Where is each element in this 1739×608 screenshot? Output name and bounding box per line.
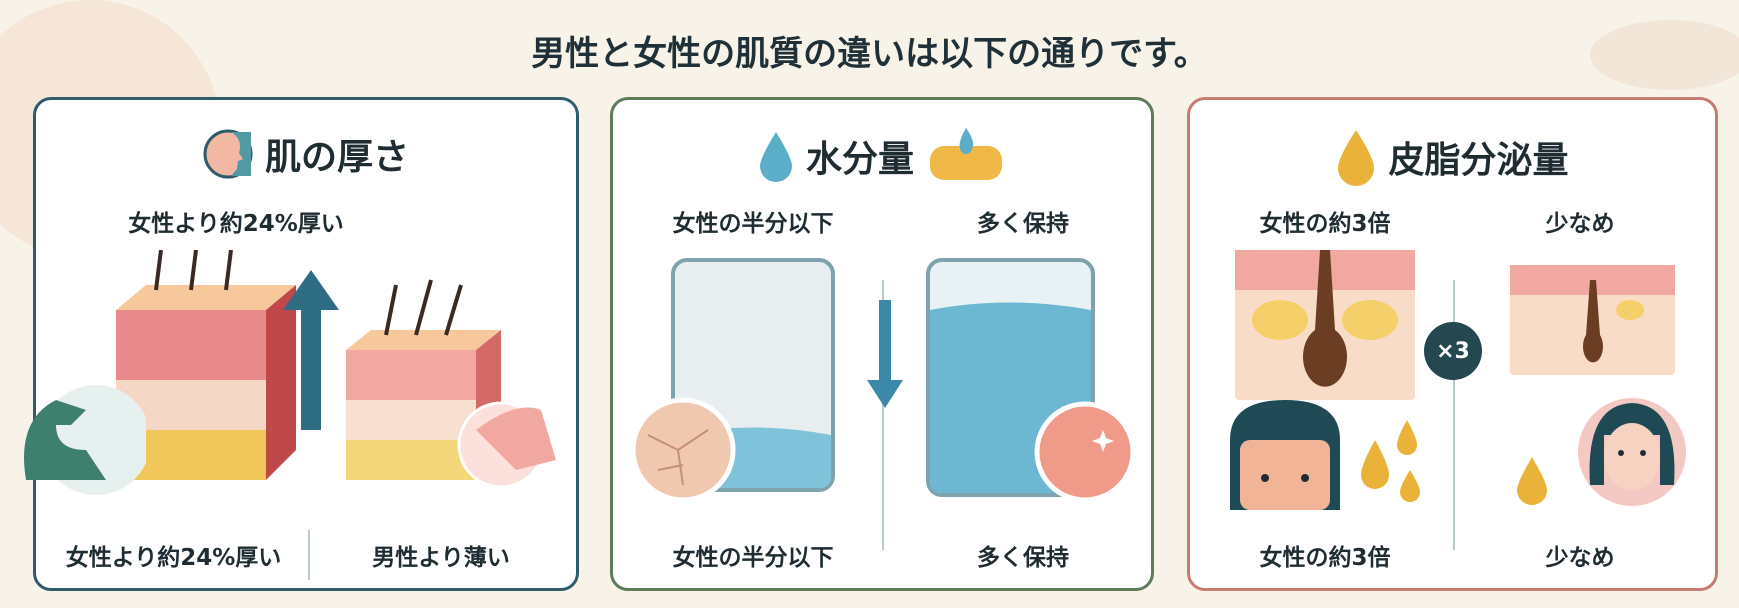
large-sebaceous-gland: [1235, 250, 1415, 400]
oil-drop-icon: [1338, 130, 1375, 186]
top-right-label: 少なめ: [1545, 211, 1615, 237]
bottom-left-label: 女性の約3倍: [1259, 545, 1391, 571]
oil-drops-icon: [1361, 420, 1420, 502]
male-arm-icon: [24, 385, 146, 495]
panel-sebum: 皮脂分泌量 女性の約3倍 少なめ ×3 女性の約3倍 少なめ: [1187, 97, 1718, 591]
dry-skin-circle: [630, 397, 736, 503]
top-left-label: 女性の半分以下: [672, 211, 834, 237]
moist-skin-circle: [1034, 401, 1136, 503]
decor-ripple: [1590, 20, 1739, 90]
top-label: 女性より約24%厚い: [128, 211, 344, 237]
water-drop-icon: [759, 132, 792, 182]
page-title: 男性と女性の肌質の違いは以下の通りです。: [531, 34, 1208, 74]
divider: [1452, 280, 1455, 550]
small-sebaceous-gland: [1510, 265, 1675, 375]
bottom-right-label: 多く保持: [977, 545, 1069, 571]
bottom-left-label: 女性より約24%厚い: [65, 545, 282, 571]
divider: [882, 280, 884, 550]
panel-title: 水分量: [805, 139, 914, 180]
arrow-up-icon: [283, 270, 339, 430]
face-profile-icon: [203, 129, 253, 179]
male-skin-block: [116, 250, 296, 480]
top-right-label: 多く保持: [977, 211, 1069, 237]
bottom-right-label: 少なめ: [1545, 545, 1615, 571]
panel-title: 肌の厚さ: [264, 137, 409, 178]
oil-drop-small-icon: [1517, 457, 1547, 505]
panel-moisture: 水分量 女性の半分以下 多く保持 女性の半分以下 多く保持: [610, 97, 1154, 591]
panel-title: 皮脂分泌量: [1388, 140, 1569, 181]
man-face-icon: [1230, 400, 1340, 510]
top-left-label: 女性の約3倍: [1259, 211, 1391, 237]
bottom-left-label: 女性の半分以下: [672, 545, 834, 571]
bottom-right-label: 男性より薄い: [372, 545, 510, 571]
sponge-icon: [930, 128, 1002, 180]
woman-face-icon: [1578, 398, 1686, 506]
panel-skin-thickness: 肌の厚さ 女性より約24%厚い 女性より約24%厚い 男性より薄い: [24, 97, 579, 591]
arrow-down-icon: [867, 300, 903, 408]
female-arm-icon: [457, 401, 556, 489]
divider: [308, 530, 310, 580]
multiplier-badge: ×3: [1424, 322, 1482, 380]
